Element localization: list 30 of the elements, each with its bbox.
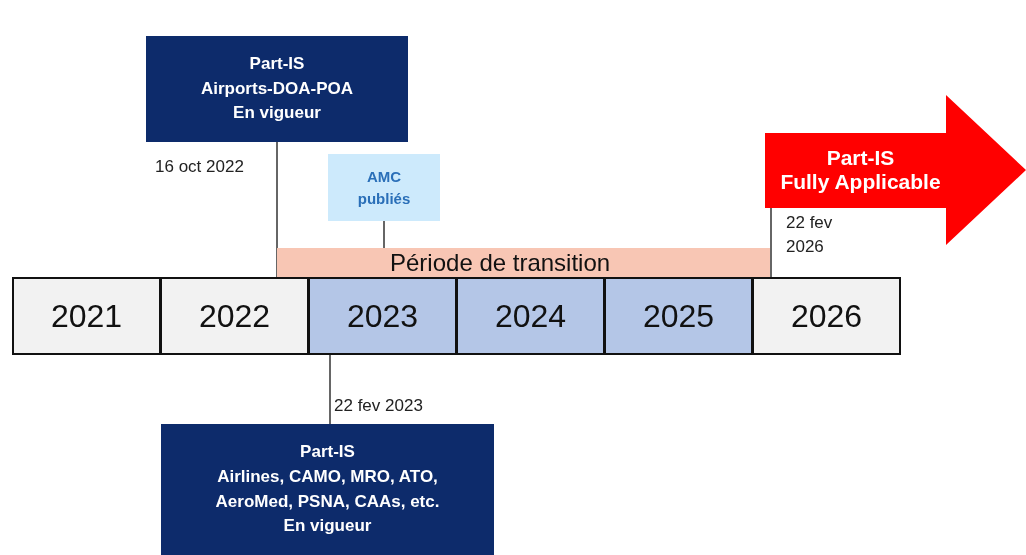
milestone-box (328, 154, 440, 221)
year-label: 2024 (494, 297, 567, 335)
date-label: 22 fev 2026 (786, 212, 834, 258)
year-label: 2023 (346, 297, 419, 335)
box-text: Part-IS (249, 53, 305, 76)
year-label: 2025 (642, 297, 715, 335)
year-label: 2022 (198, 297, 271, 335)
year-cell (604, 277, 753, 355)
box-text: Part-IS (300, 441, 355, 464)
year-label: 2026 (790, 297, 863, 335)
box-text: Période de transition (390, 248, 611, 277)
box-text: En vigueur (233, 102, 321, 125)
leader-line (329, 354, 331, 425)
milestone-box (146, 36, 408, 142)
box-text: AMC publiés (356, 166, 412, 209)
year-cell (160, 277, 309, 355)
box-text: En vigueur (283, 515, 372, 538)
date-label: 22 fev 2023 (334, 395, 423, 417)
milestone-box (161, 424, 494, 555)
year-cell (308, 277, 457, 355)
date-label: 16 oct 2022 (155, 156, 244, 178)
transition-band (277, 248, 770, 277)
box-text: Part-IS (826, 145, 895, 170)
box-text: Fully Applicable (780, 170, 941, 195)
year-cell (12, 277, 161, 355)
year-cell (752, 277, 901, 355)
box-text: Airlines, CAMO, MRO, ATO, AeroMed, PSNA, CAAs, etc. (214, 465, 441, 513)
box-text: Airports-DOA-POA (200, 77, 354, 100)
year-label: 2021 (50, 297, 123, 335)
year-cell (456, 277, 605, 355)
